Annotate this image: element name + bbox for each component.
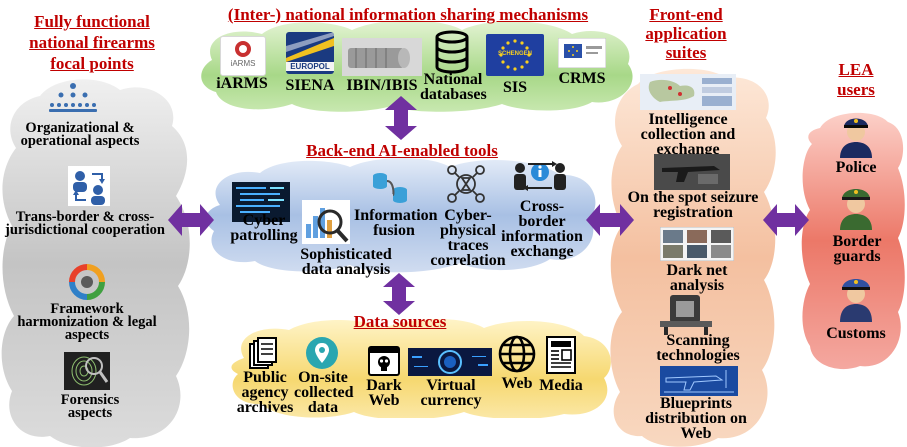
map-dashboard-icon [640,74,736,110]
focal-points-cloud [1,79,190,447]
xray-scanner-icon [660,295,712,335]
police-officer-icon [840,118,872,158]
backend-label-cyber-physical: Cyber-physical traces correlation [430,207,506,269]
datasource-label-public-archives: Public agency archives [236,369,294,416]
eu-flag-icon: SCHENGEN [486,34,544,76]
arrow-backend-datasources [383,273,415,315]
arrow-focal-backend [168,204,214,236]
org-chart-icon [49,83,97,112]
lea-label-police: Police [835,159,877,176]
backend-header: Back-end AI-enabled tools [306,141,498,160]
data-sources-header: Data sources [353,312,447,331]
fingerprint-icon [64,352,110,390]
backend-label-cross-border: Cross-border information exchange [501,198,583,260]
europol-logo: EUROPOL [286,32,334,74]
datasource-label-onsite: On-site collected data [294,369,354,416]
sharing-label-sis: SIS [502,79,528,96]
globe-icon [498,335,536,373]
ballistic-cartridge-icon [342,38,422,76]
frontend-label-intelligence: Intelligence collection and exchange [640,111,736,158]
backend-label-information-fusion: Information fusion [354,207,438,239]
database-icon [435,30,469,74]
location-pin-icon [306,337,338,369]
frontend-label-darknet: Dark net analysis [666,262,728,294]
lea-label-customs: Customs [826,325,886,342]
sharing-label-crms: CRMS [558,70,606,87]
focal-points-header: Fully functional national firearms focal… [29,12,155,73]
focal-label-framework: Framework harmonization & legal aspects [17,301,157,343]
border-guard-icon [840,189,872,230]
eu-building-icon [558,38,606,68]
sharing-label-ibin: IBIN/IBIS [346,77,418,94]
skull-browser-icon [368,346,400,376]
hourglass-network-icon [447,165,485,203]
magnifier-chart-icon [302,200,350,244]
focal-label-organizational: Organizational & operational aspects [20,120,140,149]
blueprint-icon [660,366,738,396]
sharing-label-siena: SIENA [285,77,335,94]
frontend-label-blueprints: Blueprints distribution on Web [645,395,747,442]
datasource-label-darkweb: Dark Web [366,377,402,409]
focal-label-forensics: Forensics aspects [60,392,120,421]
lea-label-border-guards: Border guards [832,233,882,265]
info-exchange-icon [514,161,566,191]
sharing-label-iarms: iARMS [216,75,268,92]
cycle-arrows-icon [69,264,105,300]
frontend-label-scanning: Scanning technologies [656,332,740,364]
focal-label-transborder: Trans-border & cross-jurisdictional coop… [5,209,165,238]
code-screen-icon [232,182,290,222]
documents-icon [249,337,277,369]
backend-label-data-analysis: Sophisticated data analysis [300,246,392,278]
datasource-label-media: Media [539,377,583,394]
people-exchange-icon [68,166,110,206]
lea-users-header: LEA users [837,60,875,99]
sharing-label-national-db: National databases [420,71,487,103]
europol-logo-text: EUROPOL [286,62,334,71]
iarms-logo-text: iARMS [230,59,256,68]
frontend-header: Front-end application suites [645,5,727,62]
sis-logo-text: SCHENGEN [497,51,532,57]
arrow-sharing-backend [385,96,417,140]
weapons-grid-icon [660,227,734,261]
frontend-label-seizure: On the spot seizure registration [627,189,759,221]
arrow-frontend-lea [763,204,809,236]
lea-users-cloud [801,112,905,370]
datasource-label-web: Web [501,375,533,392]
firearm-photo-icon [654,154,730,190]
datasource-label-virtual-currency: Virtual currency [420,377,482,409]
digital-coin-icon [408,348,492,376]
iarms-logo: iARMS [220,36,266,76]
database-fusion-icon [373,173,407,203]
backend-label-cyber-patrolling: Cyber patrolling [230,212,298,244]
customs-officer-icon [840,279,872,322]
newspaper-icon [546,336,576,374]
arrow-backend-frontend [586,204,634,236]
sharing-header: (Inter-) national information sharing me… [227,5,589,24]
